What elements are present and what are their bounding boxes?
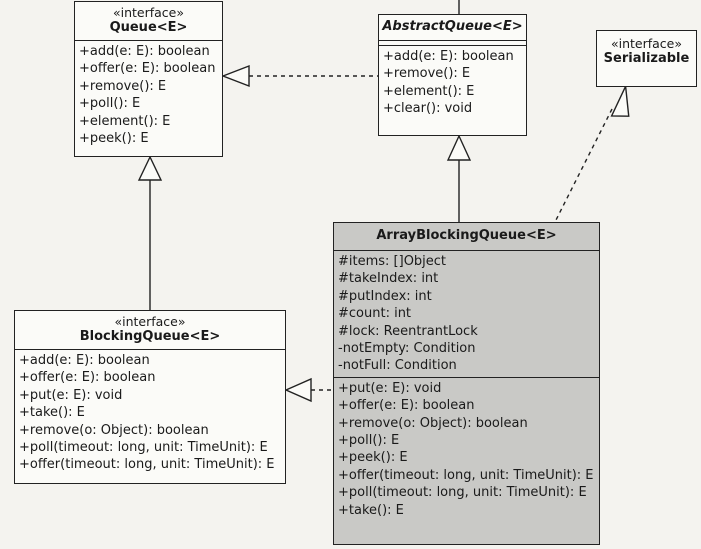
field-row: #lock: ReentrantLock [338, 323, 478, 339]
class-name: Queue<E> [109, 20, 188, 35]
method-row: +remove(o: Object): boolean [338, 415, 528, 431]
field-row: #takeIndex: int [338, 271, 439, 287]
method-row: +put(e: E): void [19, 387, 123, 403]
method-row: +put(e: E): void [338, 380, 442, 396]
field-row: #items: []Object [338, 254, 447, 269]
method-row: +add(e: E): boolean [79, 44, 210, 59]
method-row: +poll(timeout: long, unit: TimeUnit): E [19, 440, 268, 456]
class-queue-header: «interface» Queue<E> [75, 2, 222, 41]
class-blocking-queue: «interface» BlockingQueue<E> +add(e: E):… [14, 310, 286, 484]
method-row: +element(): E [383, 83, 475, 99]
method-row: +offer(e: E): boolean [338, 398, 475, 414]
class-name: Serializable [603, 51, 690, 66]
class-blocking-queue-methods: +add(e: E): boolean +offer(e: E): boolea… [15, 350, 285, 476]
edge-abstractqueue-realizes-queue [221, 64, 378, 88]
class-blocking-queue-header: «interface» BlockingQueue<E> [15, 311, 285, 350]
method-row: +offer(timeout: long, unit: TimeUnit): E [338, 467, 594, 483]
method-row: +add(e: E): boolean [19, 353, 150, 368]
method-row: +remove(o: Object): boolean [19, 422, 209, 438]
method-row: +poll(): E [338, 433, 400, 449]
method-row: +poll(): E [79, 96, 141, 112]
class-array-blocking-queue-header: ArrayBlockingQueue<E> [334, 223, 599, 251]
class-queue: «interface» Queue<E> +add(e: E): boolean… [74, 1, 223, 157]
field-row: #count: int [338, 306, 412, 322]
class-queue-methods: +add(e: E): boolean +offer(e: E): boolea… [75, 41, 222, 149]
class-array-blocking-queue: ArrayBlockingQueue<E> #items: []Object #… [333, 222, 600, 545]
method-row: +remove(): E [79, 78, 167, 94]
edge-arrayblockingqueue-realizes-blockingqueue [284, 377, 333, 403]
method-row: +offer(e: E): boolean [79, 61, 216, 77]
method-row: +poll(timeout: long, unit: TimeUnit): E [338, 485, 587, 501]
class-array-blocking-queue-methods: +put(e: E): void +offer(e: E): boolean +… [334, 378, 599, 521]
class-array-blocking-queue-fields: #items: []Object #takeIndex: int #putInd… [334, 251, 599, 378]
method-row: +peek(): E [338, 450, 408, 466]
class-abstract-queue-header: AbstractQueue<E> [379, 15, 526, 41]
class-abstract-queue-fields [379, 41, 526, 46]
method-row: +offer(e: E): boolean [19, 370, 156, 386]
method-row: +add(e: E): boolean [383, 49, 514, 64]
stereotype-label: «interface» [112, 5, 185, 20]
class-abstract-queue-methods: +add(e: E): boolean +remove(): E +elemen… [379, 46, 526, 120]
method-row: +element(): E [79, 113, 171, 129]
class-serializable-header: «interface» Serializable [597, 31, 696, 71]
stereotype-label: «interface» [114, 314, 186, 329]
class-name: ArrayBlockingQueue<E> [376, 228, 557, 243]
method-row: +clear(): void [383, 101, 473, 117]
method-row: +offer(timeout: long, unit: TimeUnit): E [19, 457, 275, 473]
method-row: +peek(): E [79, 131, 149, 147]
field-row: -notFull: Condition [338, 358, 457, 374]
method-row: +take(): E [338, 502, 404, 518]
class-name: BlockingQueue<E> [79, 329, 221, 344]
edge-blockingqueue-extends-queue [137, 155, 163, 310]
edge-arrayblockingqueue-realizes-serializable [555, 83, 630, 221]
method-row: +remove(): E [383, 66, 471, 82]
field-row: -notEmpty: Condition [338, 341, 476, 357]
method-row: +take(): E [19, 405, 85, 421]
class-serializable: «interface» Serializable [596, 30, 697, 87]
edge-arrayblockingqueue-extends-abstractqueue [446, 134, 472, 222]
class-name: AbstractQueue<E> [382, 19, 523, 34]
stereotype-label: «interface» [610, 36, 683, 51]
class-abstract-queue: AbstractQueue<E> +add(e: E): boolean +re… [378, 14, 527, 136]
field-row: #putIndex: int [338, 288, 432, 304]
